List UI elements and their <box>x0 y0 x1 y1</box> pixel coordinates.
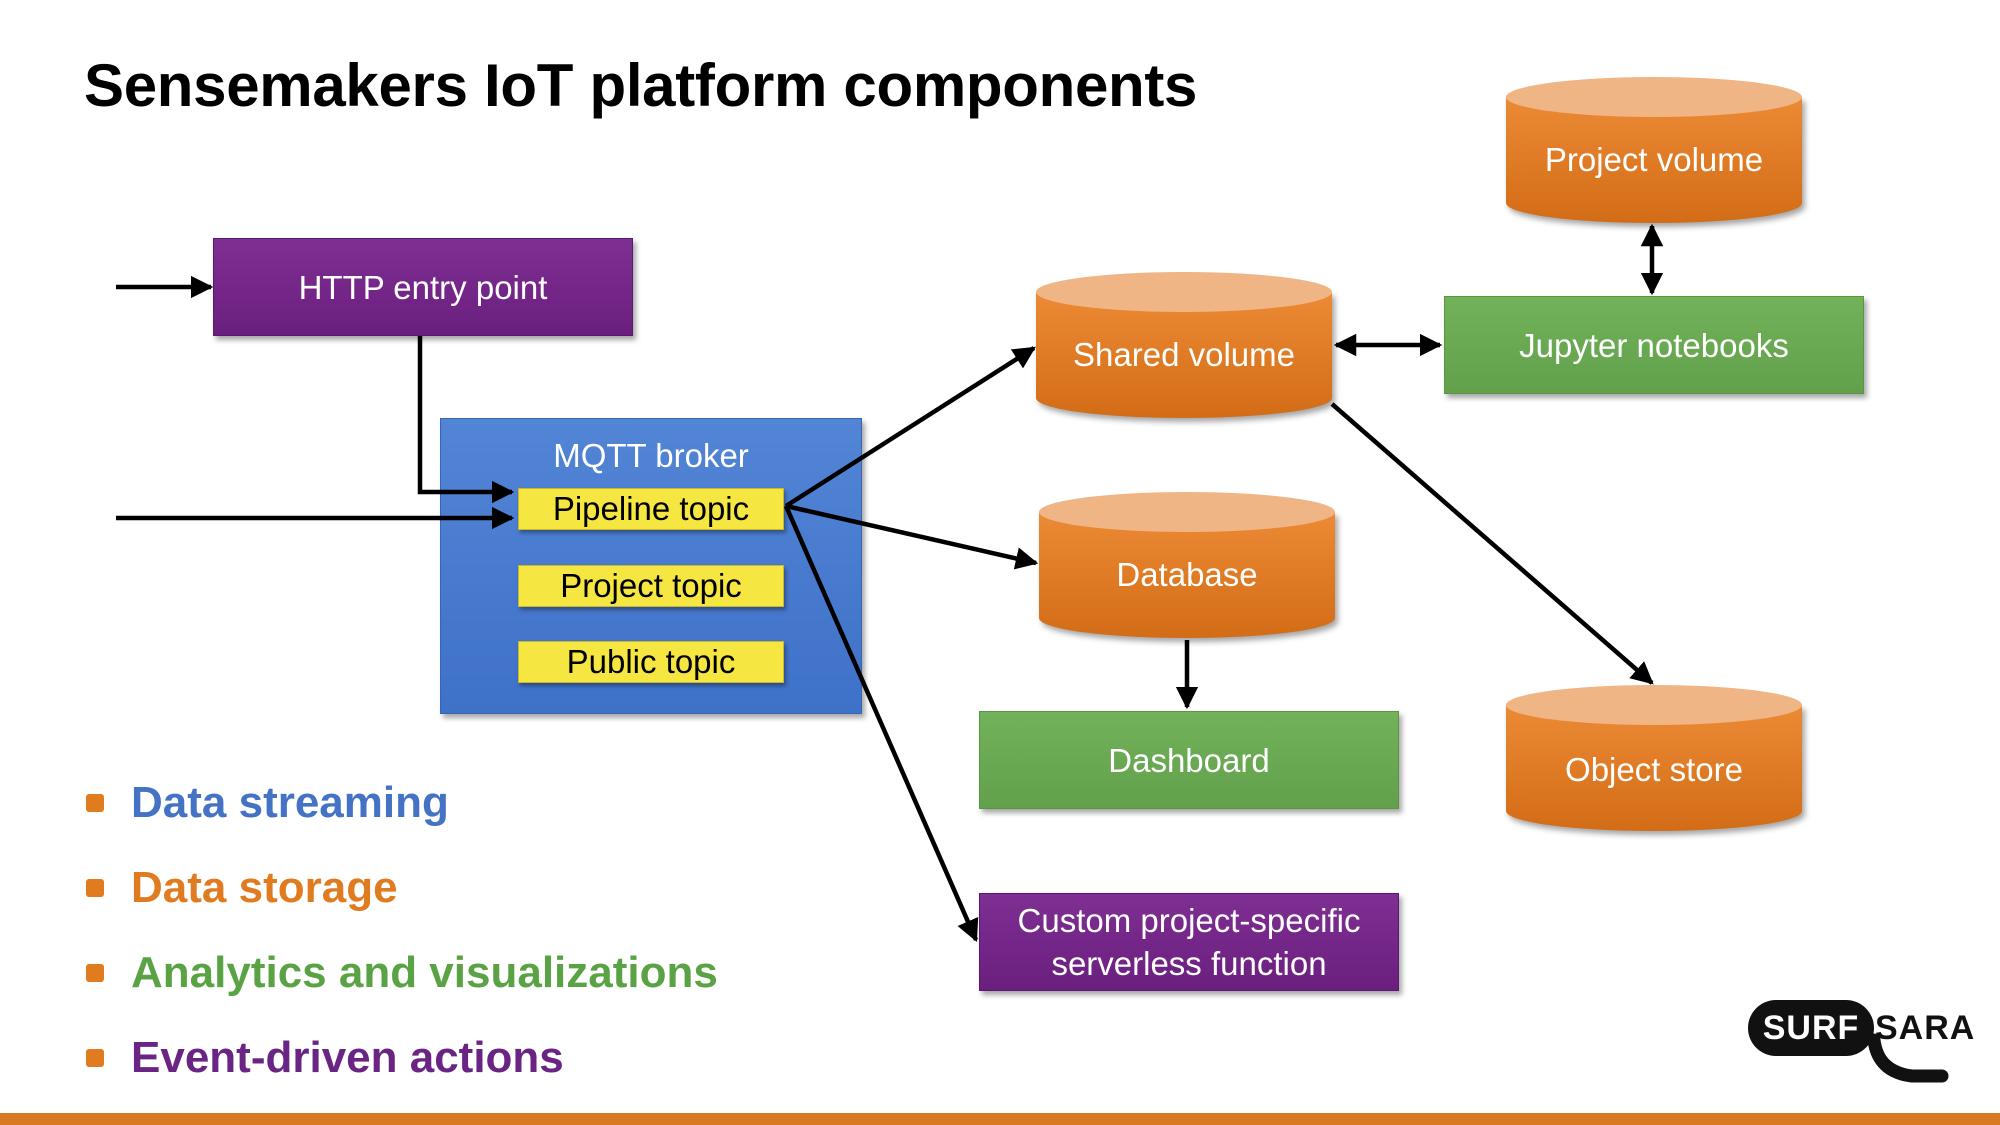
object-store-cylinder[interactable]: Object store <box>1506 685 1802 831</box>
arrow-pipeline-to-shared-volume <box>784 346 1036 508</box>
legend-label: Analytics and visualizations <box>131 948 718 997</box>
http-entry-point-label: HTTP entry point <box>298 268 548 306</box>
bullet-icon <box>86 794 104 812</box>
logo-surf: SURF <box>1748 1000 1874 1056</box>
project-volume-shape <box>1506 77 1802 223</box>
arrow-shared-volume-to-object-store <box>1330 402 1654 685</box>
arrow-pipeline-to-serverless <box>783 505 979 943</box>
project-volume-cylinder[interactable]: Project volume <box>1506 77 1802 223</box>
database-label: Database <box>1116 556 1258 593</box>
project-topic[interactable]: Project topic <box>518 565 784 607</box>
logo-sara: SARA <box>1875 1009 1976 1047</box>
shared-volume-shape <box>1036 272 1332 418</box>
dashboard-label: Dashboard <box>1108 741 1270 779</box>
serverless-function-label-line1: Custom project-specific <box>1017 902 1361 939</box>
serverless-function-box[interactable]: Custom project-specific serverless funct… <box>979 893 1399 991</box>
http-entry-point-box[interactable]: HTTP entry point <box>213 238 633 336</box>
page-title: Sensemakers IoT platform components <box>84 52 1198 119</box>
bottom-accent-bar <box>0 1113 2000 1125</box>
logo-hook-icon <box>1868 1033 1949 1083</box>
legend-label: Event-driven actions <box>131 1033 564 1082</box>
shared-volume-label: Shared volume <box>1073 336 1295 373</box>
object-store-shape <box>1506 685 1802 831</box>
public-topic[interactable]: Public topic <box>518 641 784 683</box>
bullet-icon <box>86 964 104 982</box>
bullet-icon <box>86 879 104 897</box>
mqtt-broker-label: MQTT broker <box>553 437 749 474</box>
jupyter-notebooks-box[interactable]: Jupyter notebooks <box>1444 296 1864 394</box>
shared-volume-cylinder[interactable]: Shared volume <box>1036 272 1332 418</box>
project-volume-label: Project volume <box>1544 141 1764 178</box>
legend-label: Data streaming <box>131 778 449 827</box>
legend-label: Data storage <box>131 863 398 912</box>
dashboard-box[interactable]: Dashboard <box>979 711 1399 809</box>
database-cylinder[interactable]: Database <box>1039 492 1335 638</box>
object-store-label: Object store <box>1565 751 1743 788</box>
serverless-function-label-line2: serverless function <box>1051 945 1327 982</box>
jupyter-notebooks-label: Jupyter notebooks <box>1519 326 1789 364</box>
database-shape <box>1039 492 1335 638</box>
surfsara-logo: SURF SARA <box>1748 1000 1974 1088</box>
pipeline-topic[interactable]: Pipeline topic <box>518 488 784 530</box>
bullet-icon <box>86 1049 104 1067</box>
arrow-pipeline-to-database <box>785 503 1039 570</box>
arrow-http-to-pipeline <box>417 336 515 504</box>
